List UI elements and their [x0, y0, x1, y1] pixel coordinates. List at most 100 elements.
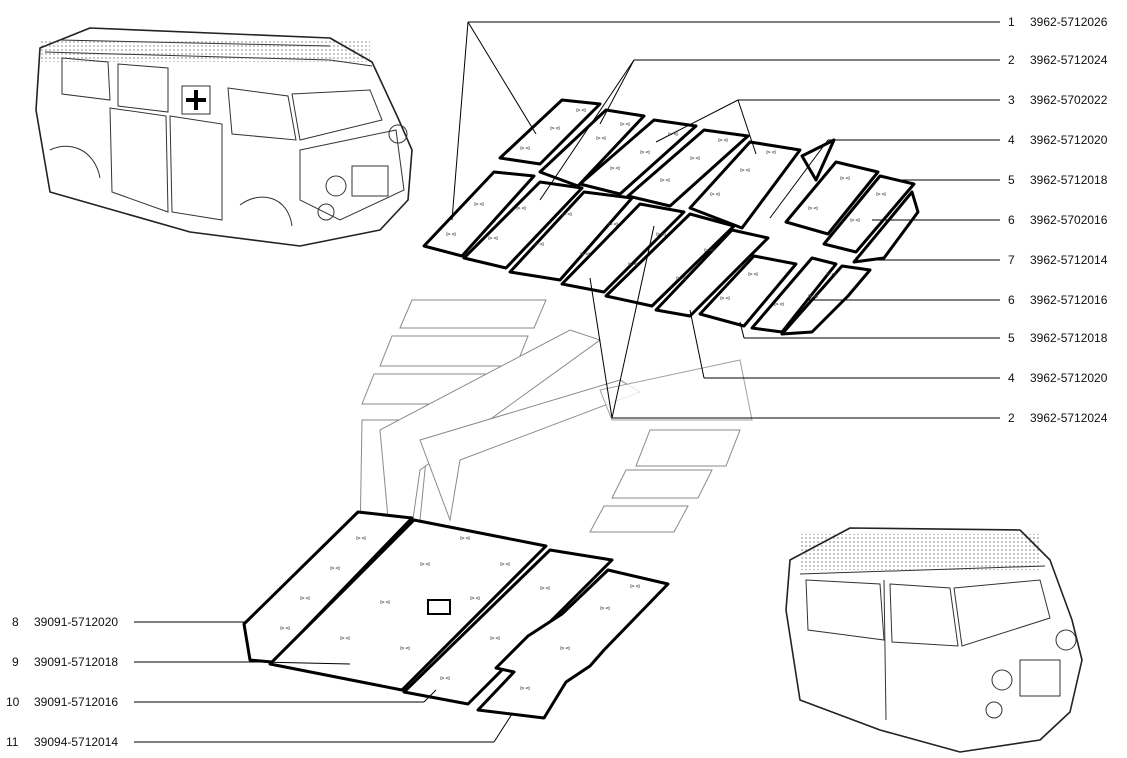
callouts-left: 8 39091-5712020 9 39091-5712018 10 39091…	[6, 615, 118, 749]
svg-text:⊳⊲: ⊳⊲	[356, 535, 366, 542]
panel-pattern-marks: ⊳⊲ ⊳⊲ ⊳⊲ ⊳⊲ ⊳⊲ ⊳⊲ ⊳⊲ ⊳⊲ ⊳⊲ ⊳⊲ ⊳⊲ ⊳⊲ ⊳⊲ ⊳…	[446, 107, 886, 308]
svg-text:⊳⊲: ⊳⊲	[446, 231, 456, 238]
svg-text:⊳⊲: ⊳⊲	[720, 295, 730, 302]
panel-6b	[750, 256, 838, 334]
svg-text:⊳⊲: ⊳⊲	[340, 635, 350, 642]
svg-text:⊳⊲: ⊳⊲	[766, 149, 776, 156]
svg-text:⊳⊲: ⊳⊲	[808, 293, 818, 300]
callouts-right: 1 3962-5712026 2 3962-5712024 3 3962-570…	[1008, 15, 1108, 425]
svg-text:⊳⊲: ⊳⊲	[704, 247, 714, 254]
callout-num: 11	[6, 735, 19, 749]
callout-num: 3	[1008, 93, 1015, 107]
svg-text:⊳⊲: ⊳⊲	[876, 191, 886, 198]
panel-4-tab	[800, 138, 836, 182]
callout-part: 3962-5712018	[1030, 331, 1108, 345]
callout-num: 4	[1008, 133, 1015, 147]
callout-part: 3962-5712024	[1030, 53, 1108, 67]
svg-text:⊳⊲: ⊳⊲	[676, 275, 686, 282]
panel-4c	[654, 228, 770, 318]
svg-text:⊳⊲: ⊳⊲	[534, 241, 544, 248]
callout-part: 3962-5702016	[1030, 213, 1108, 227]
svg-text:⊳⊲: ⊳⊲	[668, 131, 678, 138]
panel-3a	[578, 118, 698, 196]
callout-part: 3962-5712026	[1030, 15, 1108, 29]
svg-text:⊳⊲: ⊳⊲	[748, 271, 758, 278]
van-body-icon	[35, 27, 413, 247]
callout-part: 3962-5712020	[1030, 371, 1108, 385]
callout-num: 4	[1008, 371, 1015, 385]
svg-text:⊳⊲: ⊳⊲	[620, 121, 630, 128]
svg-text:⊳⊲: ⊳⊲	[850, 217, 860, 224]
lower-floor-panels: ⊳⊲ ⊳⊲ ⊳⊲ ⊳⊲ ⊳⊲ ⊳⊲ ⊳⊲ ⊳⊲ ⊳⊲ ⊳⊲ ⊳⊲ ⊳⊲ ⊳⊲ ⊳…	[242, 510, 670, 720]
panel-2a	[538, 108, 646, 188]
svg-text:⊳⊲: ⊳⊲	[550, 125, 560, 132]
panel-1a	[498, 98, 602, 166]
svg-text:⊳⊲: ⊳⊲	[500, 561, 510, 568]
panel-7	[852, 190, 920, 264]
callout-num: 5	[1008, 173, 1015, 187]
svg-text:⊳⊲: ⊳⊲	[740, 167, 750, 174]
svg-text:⊳⊲: ⊳⊲	[656, 231, 666, 238]
svg-text:⊳⊲: ⊳⊲	[630, 583, 640, 590]
callout-part: 39091-5712020	[34, 615, 118, 629]
callout-num: 2	[1008, 53, 1015, 67]
callout-num: 5	[1008, 331, 1015, 345]
svg-text:⊳⊲: ⊳⊲	[520, 685, 530, 692]
callout-num: 9	[12, 655, 19, 669]
svg-text:⊳⊲: ⊳⊲	[460, 535, 470, 542]
callout-part: 3962-5712024	[1030, 411, 1108, 425]
callout-part: 3962-5702022	[1030, 93, 1108, 107]
lower-pattern-marks: ⊳⊲ ⊳⊲ ⊳⊲ ⊳⊲ ⊳⊲ ⊳⊲ ⊳⊲ ⊳⊲ ⊳⊲ ⊳⊲ ⊳⊲ ⊳⊲ ⊳⊲ ⊳…	[280, 535, 640, 692]
svg-text:⊳⊲: ⊳⊲	[576, 107, 586, 114]
callout-part: 3962-5712016	[1030, 293, 1108, 307]
callout-num: 8	[12, 615, 19, 629]
svg-text:⊳⊲: ⊳⊲	[280, 625, 290, 632]
upper-floor-panels: ⊳⊲ ⊳⊲ ⊳⊲ ⊳⊲ ⊳⊲ ⊳⊲ ⊳⊲ ⊳⊲ ⊳⊲ ⊳⊲ ⊳⊲ ⊳⊲ ⊳⊲ ⊳…	[422, 98, 920, 336]
svg-text:⊳⊲: ⊳⊲	[660, 177, 670, 184]
callout-part: 39094-5712014	[34, 735, 118, 749]
svg-text:⊳⊲: ⊳⊲	[380, 599, 390, 606]
panel-4a	[688, 140, 802, 230]
svg-text:⊳⊲: ⊳⊲	[580, 251, 590, 258]
svg-text:⊳⊲: ⊳⊲	[808, 205, 818, 212]
leader-lines-left	[134, 621, 513, 743]
svg-text:⊳⊲: ⊳⊲	[330, 565, 340, 572]
svg-text:⊳⊲: ⊳⊲	[560, 645, 570, 652]
callout-part: 3962-5712020	[1030, 133, 1108, 147]
svg-text:⊳⊲: ⊳⊲	[470, 595, 480, 602]
panel-5b	[698, 254, 798, 328]
svg-text:⊳⊲: ⊳⊲	[718, 137, 728, 144]
svg-text:⊳⊲: ⊳⊲	[400, 645, 410, 652]
callout-part: 39091-5712016	[34, 695, 118, 709]
panel-6a	[822, 174, 916, 254]
panel-5a	[784, 160, 880, 236]
callout-part: 39091-5712018	[34, 655, 118, 669]
panel-11	[476, 568, 670, 720]
svg-text:⊳⊲: ⊳⊲	[420, 561, 430, 568]
panel-4b	[604, 212, 736, 308]
svg-text:⊳⊲: ⊳⊲	[516, 205, 526, 212]
svg-text:⊳⊲: ⊳⊲	[300, 595, 310, 602]
panel-2b	[462, 180, 584, 270]
panel-10	[402, 548, 614, 706]
svg-text:⊳⊲: ⊳⊲	[840, 175, 850, 182]
svg-text:⊳⊲: ⊳⊲	[488, 235, 498, 242]
callout-num: 1	[1008, 15, 1015, 29]
callout-num: 6	[1008, 293, 1015, 307]
svg-text:⊳⊲: ⊳⊲	[826, 271, 836, 278]
callout-num: 7	[1008, 253, 1015, 267]
svg-text:⊳⊲: ⊳⊲	[608, 221, 618, 228]
svg-text:⊳⊲: ⊳⊲	[596, 135, 606, 142]
svg-text:⊳⊲: ⊳⊲	[690, 155, 700, 162]
svg-text:⊳⊲: ⊳⊲	[628, 261, 638, 268]
leader-lines-right	[451, 21, 1000, 419]
callout-part: 3962-5712018	[1030, 173, 1108, 187]
panel-2c	[508, 190, 634, 282]
svg-text:⊳⊲: ⊳⊲	[440, 675, 450, 682]
cab-body-icon	[785, 527, 1083, 753]
svg-text:⊳⊲: ⊳⊲	[490, 635, 500, 642]
svg-text:⊳⊲: ⊳⊲	[474, 201, 484, 208]
svg-text:⊳⊲: ⊳⊲	[710, 191, 720, 198]
svg-text:⊳⊲: ⊳⊲	[520, 145, 530, 152]
